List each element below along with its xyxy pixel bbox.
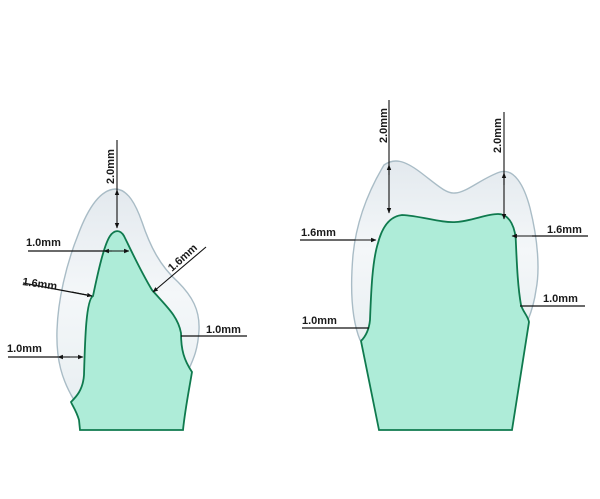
anterior-lingual-cervical-label: 1.0mm: [206, 324, 241, 336]
anterior-lingual-dimension: [152, 246, 207, 293]
anterior-incisal-label: 2.0mm: [105, 149, 117, 184]
posterior-occlusal-right-label: 2.0mm: [492, 118, 504, 153]
anterior-prepared-tooth: [69, 230, 193, 431]
posterior-prepared-tooth: [360, 213, 530, 431]
anterior-tooth: 2.0mm 1.0mm 1.6mm 1.0mm 1.6mm 1.0mm: [7, 140, 247, 431]
posterior-axial-right-label: 1.6mm: [547, 224, 582, 236]
posterior-tooth: 2.0mm 2.0mm 1.6mm 1.6mm 1.0mm 1.0mm: [300, 100, 588, 431]
anterior-upper-label: 1.0mm: [26, 237, 61, 249]
anterior-labial-label: 1.6mm: [22, 276, 58, 293]
posterior-cervical-left-label: 1.0mm: [302, 315, 337, 327]
posterior-axial-left-label: 1.6mm: [301, 227, 336, 239]
anterior-lingual-label: 1.6mm: [166, 242, 200, 274]
anterior-cervical-label: 1.0mm: [7, 343, 42, 355]
posterior-occlusal-left-label: 2.0mm: [378, 108, 390, 143]
posterior-cervical-right-label: 1.0mm: [543, 293, 578, 305]
